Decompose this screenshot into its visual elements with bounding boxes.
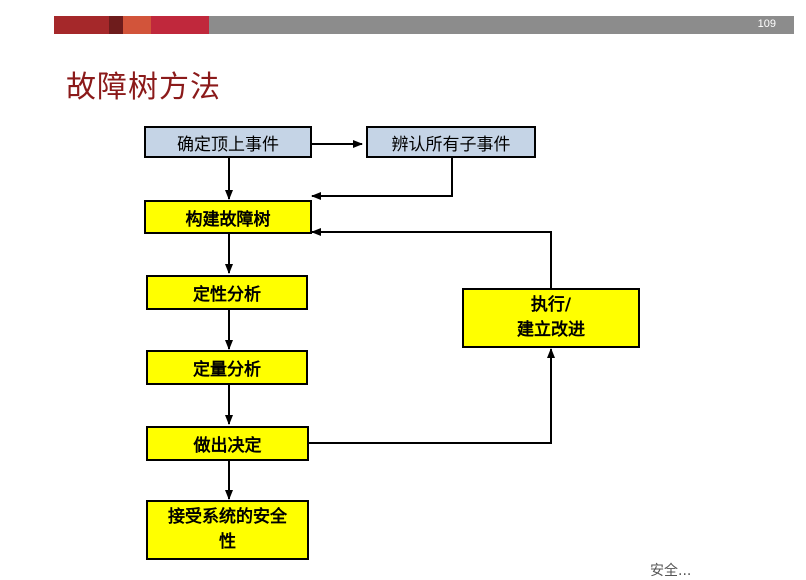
arrow-identify-to-build [311, 158, 453, 200]
header-bar-segment [109, 16, 123, 34]
node-qualitative-analysis-label: 定性分析 [193, 285, 261, 305]
node-execute-line2: 建立改进 [517, 320, 585, 340]
header-bar: 109 [54, 16, 794, 34]
node-top-event: 确定顶上事件 [144, 126, 312, 158]
node-execute-line1: 执行/ [530, 295, 572, 315]
watermark-text: 安全... [650, 563, 692, 579]
page-number: 109 [757, 18, 776, 30]
node-execute-improve: 执行/ 建立改进 [462, 288, 640, 348]
node-build-tree-label: 构建故障树 [185, 209, 271, 230]
node-identify-subevents: 辨认所有子事件 [366, 126, 536, 158]
node-identify-subevents-label: 辨认所有子事件 [391, 134, 511, 155]
header-bar-segment [54, 16, 109, 34]
arrow-decide-to-execute [309, 348, 555, 444]
header-bar-segment [123, 16, 151, 34]
node-quantitative-analysis-label: 定量分析 [193, 360, 261, 380]
node-make-decision: 做出决定 [146, 426, 309, 461]
header-bar-segment [151, 16, 209, 34]
slide-title: 故障树方法 [66, 70, 221, 105]
node-top-event-label: 确定顶上事件 [177, 134, 279, 155]
node-build-tree: 构建故障树 [144, 200, 312, 234]
node-accept-line2: 性 [219, 532, 236, 552]
node-make-decision-label: 做出决定 [193, 436, 262, 456]
node-qualitative-analysis: 定性分析 [146, 275, 308, 310]
arrow-execute-to-build [311, 228, 552, 288]
node-accept-line1: 接受系统的安全 [168, 507, 287, 527]
node-accept-safety: 接受系统的安全 性 [146, 500, 309, 560]
node-quantitative-analysis: 定量分析 [146, 350, 308, 385]
